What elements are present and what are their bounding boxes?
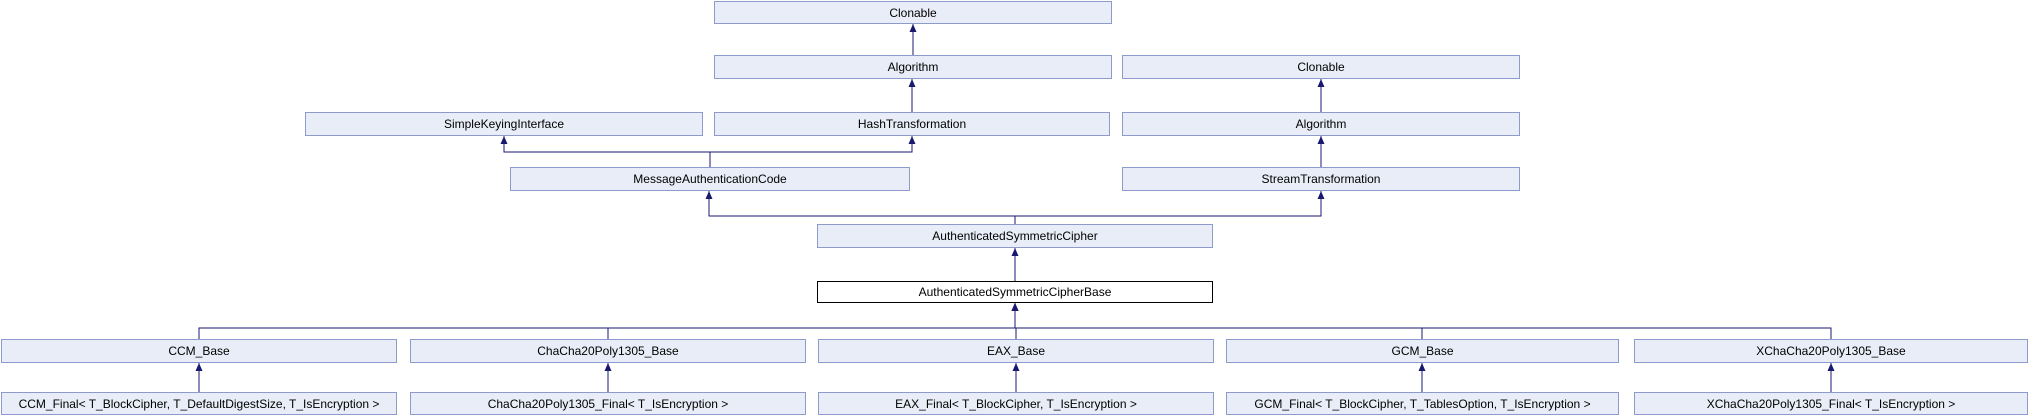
class-node-gcm-base[interactable]: GCM_Base <box>1226 339 1619 363</box>
class-node-simple-keying-interface[interactable]: SimpleKeyingInterface <box>305 112 703 136</box>
class-node-xchacha20poly1305-final[interactable]: XChaCha20Poly1305_Final< T_IsEncryption … <box>1634 392 2028 415</box>
arrowhead-icon <box>1418 363 1426 371</box>
class-node-ccm-final[interactable]: CCM_Final< T_BlockCipher, T_DefaultDiges… <box>1 392 397 415</box>
inheritance-edge-xchacha20poly1305-base-to-authenticated-symmetric-cipher-base <box>1014 303 1832 339</box>
arrowhead-icon <box>909 24 917 32</box>
class-node-authenticated-symmetric-cipher[interactable]: AuthenticatedSymmetricCipher <box>817 224 1213 248</box>
arrowhead-icon <box>705 191 713 199</box>
arrowhead-icon <box>604 363 612 371</box>
class-node-eax-base[interactable]: EAX_Base <box>818 339 1214 363</box>
class-node-chacha20poly1305-final[interactable]: ChaCha20Poly1305_Final< T_IsEncryption > <box>410 392 806 415</box>
class-node-stream-transformation[interactable]: StreamTransformation <box>1122 167 1520 191</box>
arrowhead-icon <box>1011 248 1019 256</box>
inheritance-edge-authenticated-symmetric-cipher-to-stream-transformation <box>1014 191 1322 224</box>
inheritance-edge-ccm-base-to-authenticated-symmetric-cipher-base <box>198 303 1016 339</box>
class-node-authenticated-symmetric-cipher-base: AuthenticatedSymmetricCipherBase <box>817 281 1213 303</box>
arrowhead-icon <box>1011 303 1019 311</box>
class-node-clonable-right[interactable]: Clonable <box>1122 55 1520 79</box>
class-node-message-authentication-code[interactable]: MessageAuthenticationCode <box>510 167 910 191</box>
arrowhead-icon <box>1317 136 1325 144</box>
class-node-gcm-final[interactable]: GCM_Final< T_BlockCipher, T_TablesOption… <box>1226 392 1619 415</box>
arrowhead-icon <box>500 136 508 144</box>
inheritance-edge-message-authentication-code-to-hash-transformation <box>709 136 913 167</box>
arrowhead-icon <box>1827 363 1835 371</box>
arrowhead-icon <box>1012 363 1020 371</box>
class-node-algorithm-right[interactable]: Algorithm <box>1122 112 1520 136</box>
inheritance-edge-chacha20poly1305-base-to-authenticated-symmetric-cipher-base <box>607 303 1016 339</box>
class-node-xchacha20poly1305-base[interactable]: XChaCha20Poly1305_Base <box>1634 339 2028 363</box>
class-node-eax-final[interactable]: EAX_Final< T_BlockCipher, T_IsEncryption… <box>818 392 1214 415</box>
class-node-ccm-base[interactable]: CCM_Base <box>1 339 397 363</box>
class-node-hash-transformation[interactable]: HashTransformation <box>714 112 1110 136</box>
arrowhead-icon <box>908 79 916 87</box>
arrowhead-icon <box>908 136 916 144</box>
arrowhead-icon <box>1317 79 1325 87</box>
class-node-chacha20poly1305-base[interactable]: ChaCha20Poly1305_Base <box>410 339 806 363</box>
class-node-algorithm-left[interactable]: Algorithm <box>714 55 1112 79</box>
arrowhead-icon <box>1317 191 1325 199</box>
arrowhead-icon <box>195 363 203 371</box>
inheritance-edge-message-authentication-code-to-simple-keying-interface <box>503 136 711 167</box>
class-node-clonable-top[interactable]: Clonable <box>714 1 1112 24</box>
inheritance-edge-gcm-base-to-authenticated-symmetric-cipher-base <box>1014 303 1423 339</box>
inheritance-edge-authenticated-symmetric-cipher-to-message-authentication-code <box>708 191 1016 224</box>
